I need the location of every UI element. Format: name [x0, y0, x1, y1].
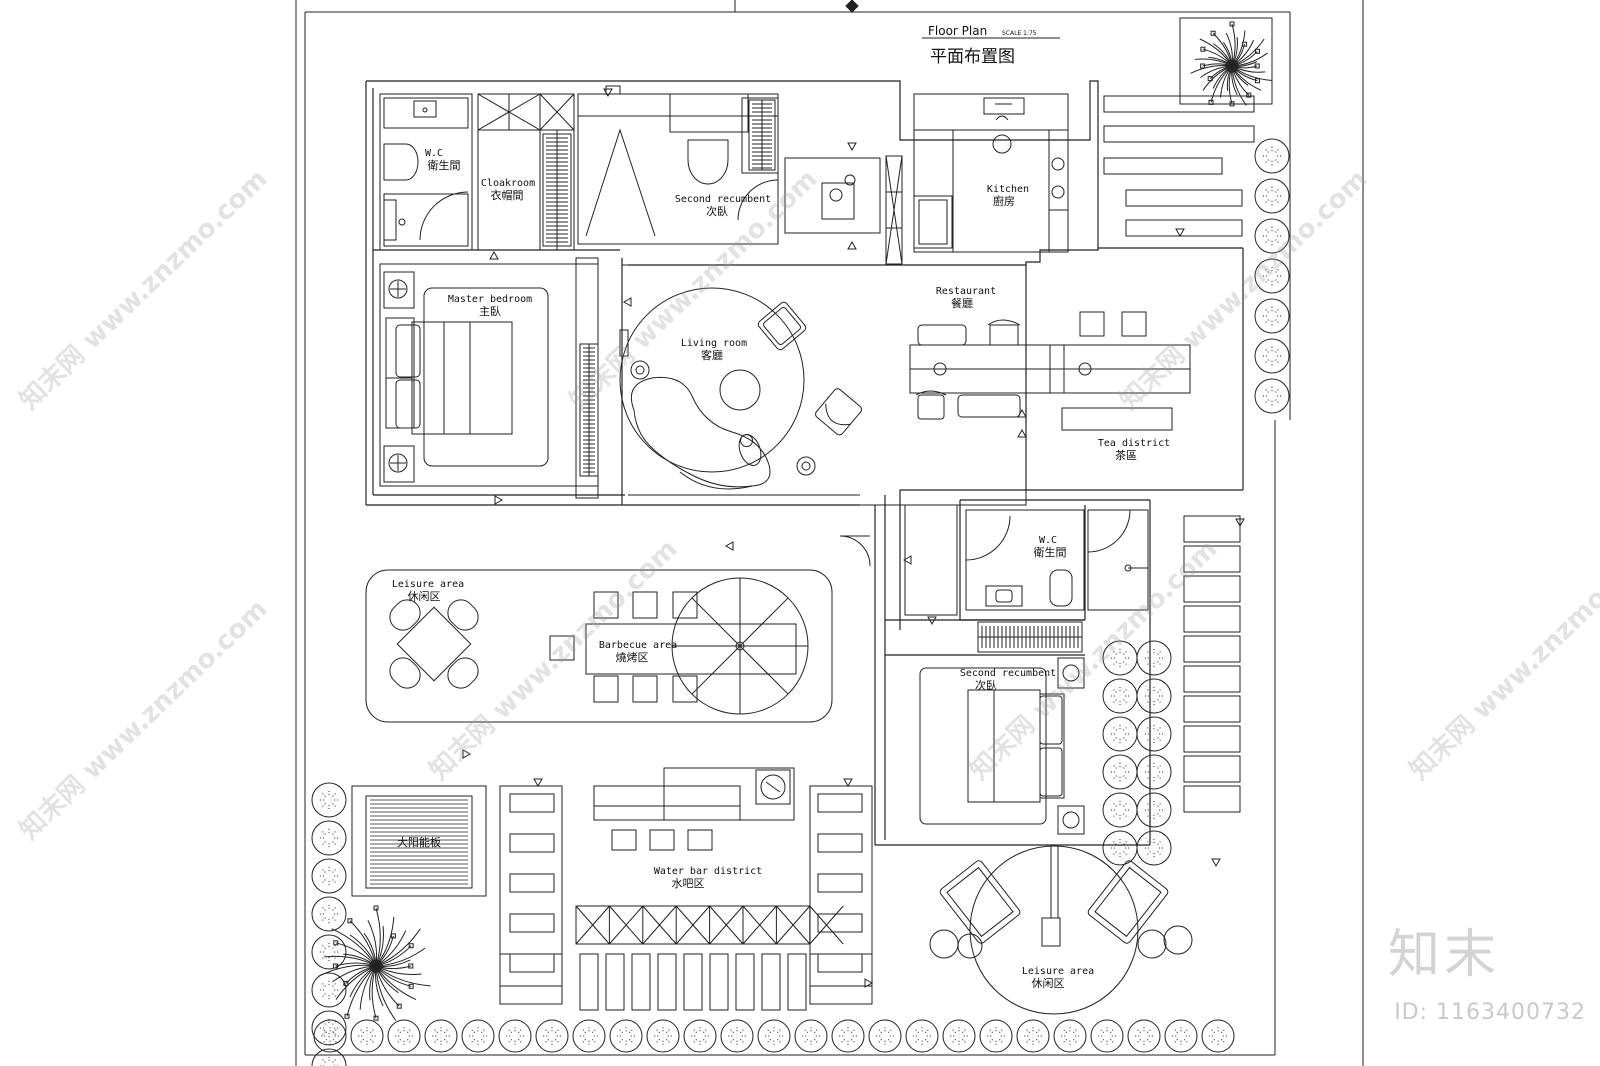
second-recumbent-top-room [577, 93, 779, 245]
water-bar-area [499, 767, 873, 1011]
wardrobe-hatch-4 [977, 621, 1083, 653]
label-barbecue-zh: 燒烤区 [616, 650, 649, 664]
label-leisure-left-en: Leisure area [392, 579, 464, 590]
leisure-area-right [929, 845, 1193, 1015]
barbecue-courtyard [365, 535, 871, 723]
label-master-zh: 主臥 [479, 305, 501, 318]
title-en: Floor Plan [928, 24, 987, 38]
label-master-en: Master bedroom [448, 294, 532, 305]
wc-top-room [379, 93, 473, 251]
label-tea-zh: 茶區 [1115, 449, 1137, 462]
garden-strips-top [1103, 95, 1255, 237]
label-leisure-left-zh: 休闲区 [408, 589, 441, 603]
title-zh: 平面布置图 [930, 47, 1015, 67]
entry-room [784, 155, 903, 265]
second-recumbent-right-room [919, 657, 1085, 846]
wardrobe-hatch-1 [542, 133, 572, 247]
tree-top-right [1179, 17, 1273, 107]
flow-arrows [462, 88, 1245, 988]
tree-grid-right-lower [1102, 640, 1172, 866]
wardrobe-hatch-2 [748, 99, 776, 171]
label-solar-zh: 大阳能板 [397, 835, 441, 849]
label-wc-top-en: W.C [425, 148, 443, 159]
label-wc-right-en: W.C [1039, 535, 1057, 546]
solar-panel [351, 785, 487, 897]
wc-right-room [904, 504, 1149, 616]
title-block: Floor Plan SCALE 1:75 平面布置图 [922, 24, 1060, 67]
spiky-plant-left [318, 905, 431, 1021]
label-barbecue-en: Barbecue area [599, 640, 677, 651]
label-kitchen-en: Kitchen [987, 184, 1029, 195]
label-leisure-right-zh: 休闲区 [1032, 976, 1065, 990]
label-second-top-zh: 次臥 [706, 204, 728, 218]
tree-column-left [311, 782, 347, 1066]
label-waterbar-zh: 水吧区 [672, 877, 705, 890]
wardrobe-hatch-3 [579, 343, 599, 477]
label-wc-right-zh: 衛生間 [1034, 545, 1067, 559]
kitchen-room [913, 93, 1069, 253]
label-wc-top-zh: 衛生間 [428, 158, 461, 172]
label-cloakroom-en: Cloakroom [481, 178, 535, 189]
label-waterbar-en: Water bar district [654, 866, 762, 877]
label-living-en: Living room [681, 338, 747, 349]
label-second-right-zh: 次臥 [975, 678, 997, 692]
room-labels: W.C 衛生間 Cloakroom 衣帽間 Second recumbent 次… [392, 148, 1170, 990]
label-cloakroom-zh: 衣帽間 [491, 188, 524, 202]
tree-column-right [1254, 138, 1290, 414]
outer-frame [295, 0, 1364, 1066]
tea-district-room [1049, 311, 1173, 431]
label-tea-en: Tea district [1098, 438, 1170, 449]
garden-strips-right [1183, 515, 1241, 813]
label-restaurant-zh: 餐廳 [951, 296, 973, 310]
label-second-top-en: Second recumbent [675, 194, 771, 205]
label-leisure-right-en: Leisure area [1022, 966, 1094, 977]
label-living-zh: 客廳 [701, 348, 723, 362]
cloakroom-room [477, 93, 575, 251]
title-scale: SCALE 1:75 [1002, 30, 1037, 37]
label-restaurant-en: Restaurant [936, 286, 996, 297]
label-second-right-en: Second recumbent [960, 668, 1056, 679]
tree-row-bottom [313, 1019, 1235, 1053]
door-marker-top [605, 0, 859, 95]
label-kitchen-zh: 廚房 [993, 194, 1015, 208]
living-room [619, 264, 1027, 506]
